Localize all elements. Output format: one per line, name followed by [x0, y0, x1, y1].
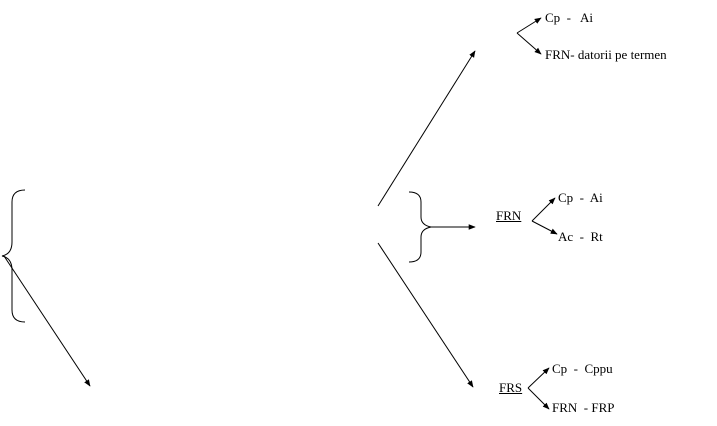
frs-item-1: Cp - Cppu — [552, 361, 613, 376]
arrow-frn-split-1 — [531, 197, 556, 222]
arrow-frs-split-1 — [527, 367, 550, 389]
arrow-frs-split-2 — [527, 387, 550, 410]
frn-item-2: Ac - Rt — [558, 229, 603, 244]
frs-item-2: FRN - FRP — [552, 400, 615, 415]
top-item-1: Cp - Ai — [545, 10, 594, 25]
arrow-center-down — [377, 242, 474, 388]
arrow-top-split-1 — [516, 17, 542, 34]
frn-label: FRN — [496, 208, 522, 223]
top-item-2: FRN- datorii pe termen — [545, 47, 667, 62]
arrow-frn-split-2 — [531, 220, 558, 235]
frn-item-1: Cp - Ai — [558, 190, 603, 205]
arrow-left-down — [3, 255, 91, 387]
middle-brace — [408, 191, 432, 263]
arrow-top-split-2 — [516, 32, 542, 55]
frs-label: FRS — [499, 380, 523, 395]
left-brace — [1, 189, 26, 323]
arrow-center-up — [377, 50, 476, 207]
